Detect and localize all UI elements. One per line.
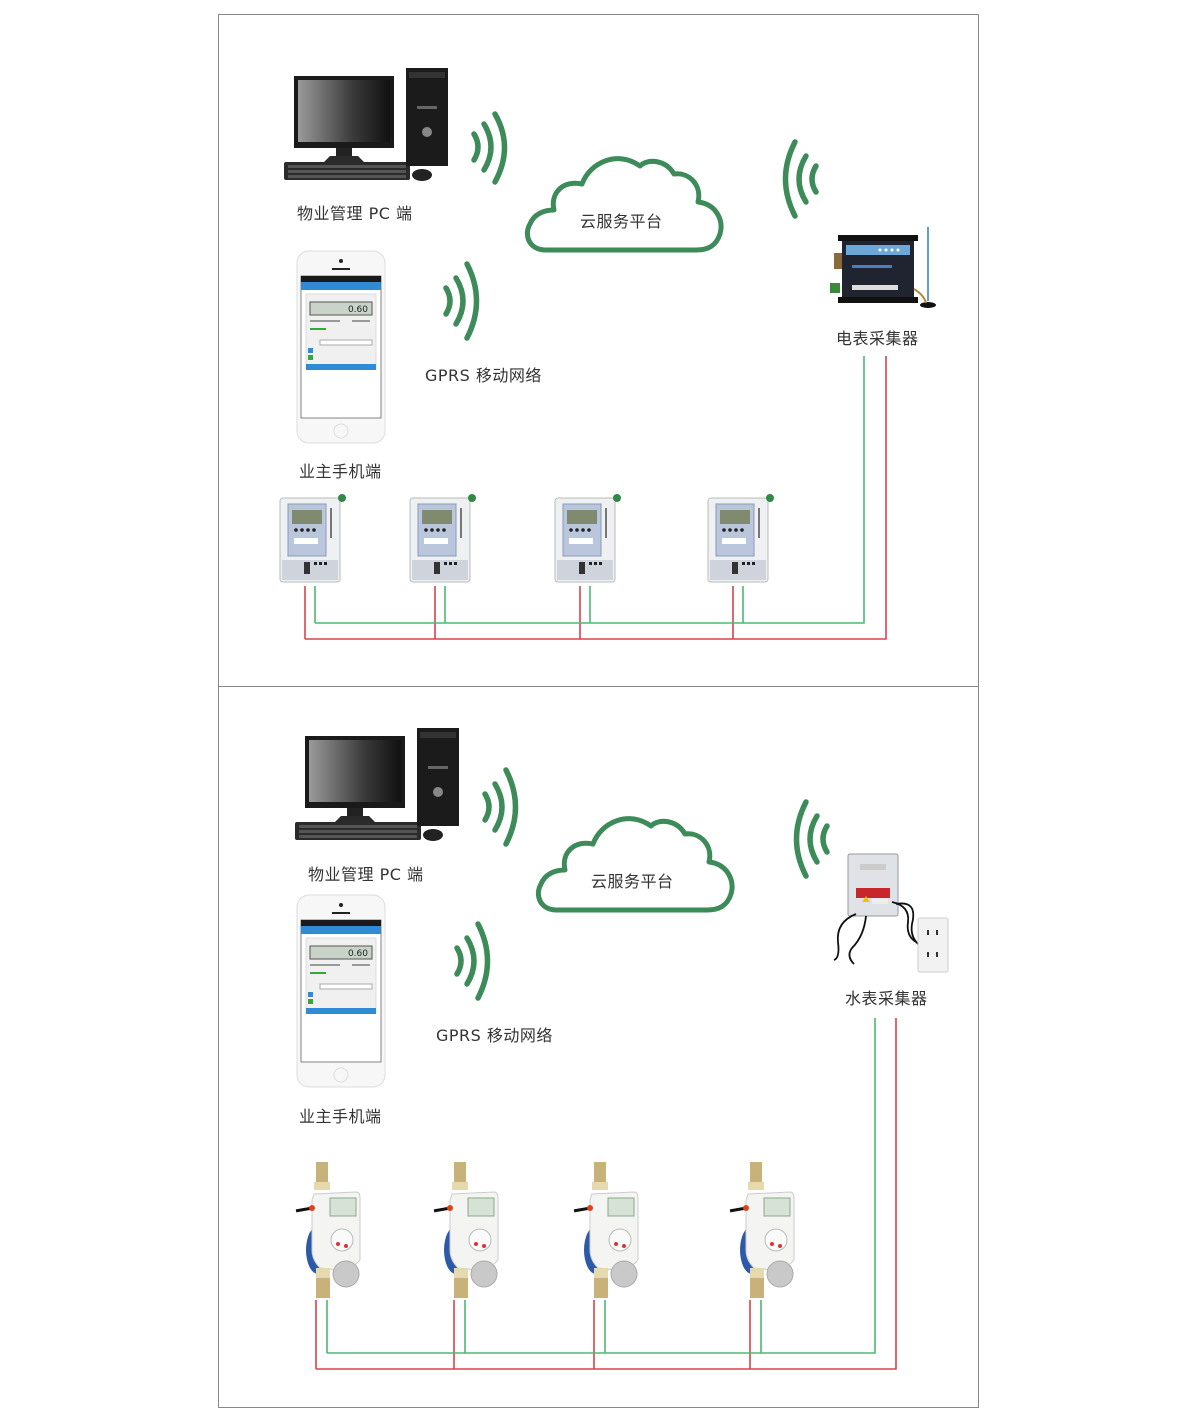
phone-label: 业主手机端 bbox=[299, 1107, 382, 1126]
wireless-signal-icon bbox=[468, 104, 518, 194]
pc-workstation bbox=[284, 68, 449, 184]
cloud-icon bbox=[535, 816, 735, 913]
electric-meter bbox=[408, 494, 478, 586]
electric-meter bbox=[706, 494, 776, 586]
smartphone-icon: 0.60 bbox=[296, 250, 386, 444]
mobile-phone: 0.60 bbox=[296, 894, 386, 1088]
network-label: GPRS 移动网络 bbox=[425, 366, 542, 385]
phone-meter-reading: 0.60 bbox=[348, 949, 368, 959]
cloud-service-platform: 云服务平台 bbox=[535, 808, 737, 920]
wireless-signal-icon bbox=[772, 136, 822, 226]
cloud-label: 云服务平台 bbox=[591, 872, 674, 891]
phone-label: 业主手机端 bbox=[299, 462, 382, 481]
collector-device-icon bbox=[833, 853, 949, 973]
cloud-label: 云服务平台 bbox=[580, 212, 663, 231]
network-label: GPRS 移动网络 bbox=[436, 1026, 553, 1045]
cloud-service-platform: 云服务平台 bbox=[524, 148, 726, 260]
water-meter bbox=[432, 1160, 506, 1306]
water-meter bbox=[294, 1160, 368, 1306]
pc-label: 物业管理 PC 端 bbox=[297, 204, 413, 223]
water-meter bbox=[572, 1160, 646, 1306]
electric-meter bbox=[278, 494, 348, 586]
wireless-signal-icon bbox=[451, 918, 501, 1008]
wireless-signal-icon bbox=[783, 796, 833, 886]
collector-label: 电表采集器 bbox=[836, 329, 919, 348]
computer-icon bbox=[295, 728, 459, 841]
mobile-phone: 0.60 bbox=[296, 250, 386, 444]
cloud-icon bbox=[524, 156, 724, 253]
collector-label: 水表采集器 bbox=[845, 989, 928, 1008]
wireless-signal-icon bbox=[440, 258, 490, 348]
pc-label: 物业管理 PC 端 bbox=[308, 865, 424, 884]
pc-workstation bbox=[295, 728, 460, 844]
computer-icon bbox=[284, 68, 448, 181]
smartphone-icon: 0.60 bbox=[296, 894, 386, 1088]
water-meter-collector bbox=[826, 852, 950, 974]
electric-meter bbox=[553, 494, 623, 586]
collector-device-icon bbox=[830, 227, 936, 308]
phone-meter-reading: 0.60 bbox=[348, 305, 368, 315]
wireless-signal-icon bbox=[479, 764, 529, 854]
water-meter bbox=[728, 1160, 802, 1306]
electric-meter-collector bbox=[828, 225, 938, 313]
